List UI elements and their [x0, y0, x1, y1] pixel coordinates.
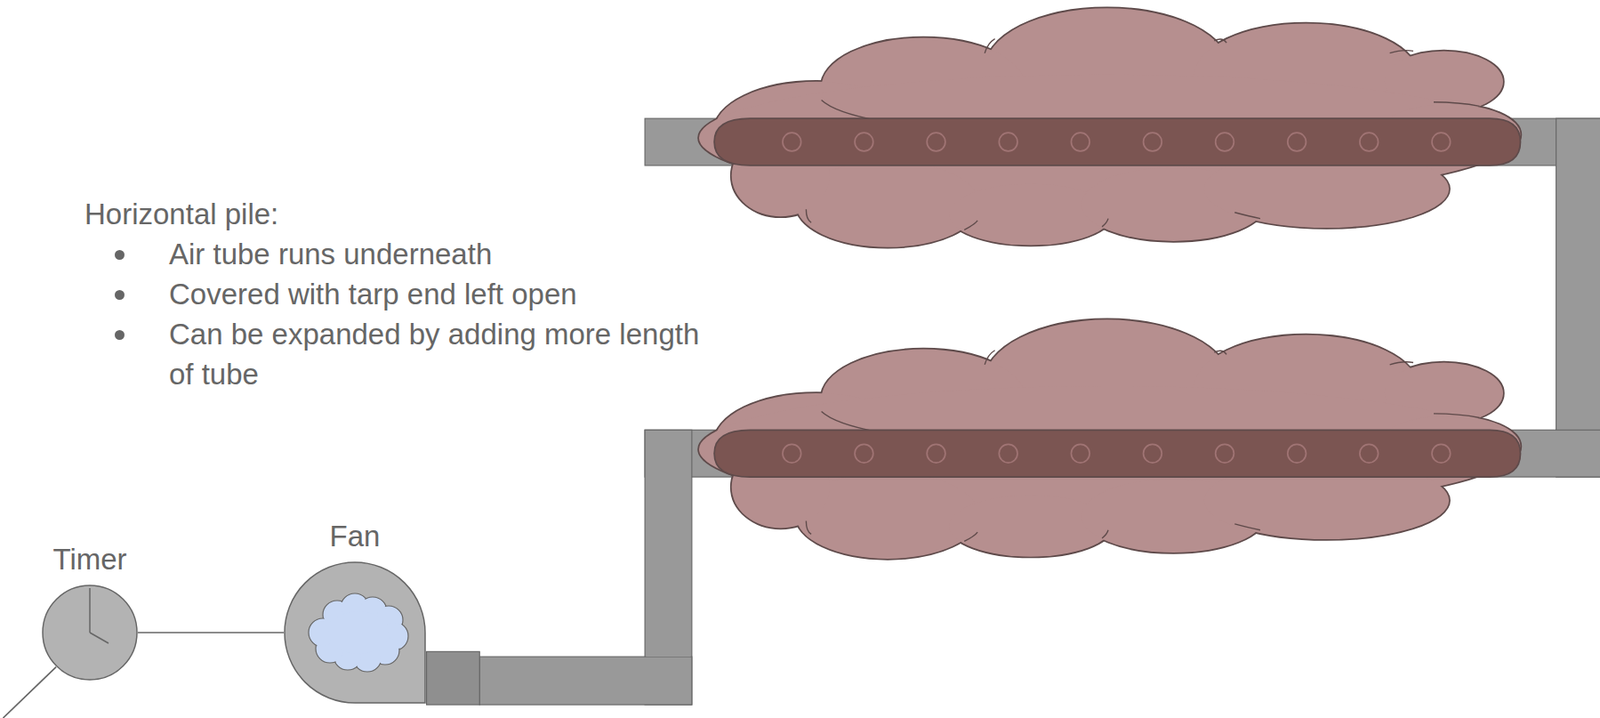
bullet-item: Covered with tarp end left open — [84, 273, 703, 314]
timer-symbol — [41, 584, 138, 681]
bullet-text: Covered with tarp end left open — [168, 277, 578, 311]
fan-node: Fan — [283, 561, 427, 704]
notes-block: Horizontal pile:Air tube runs underneath… — [84, 193, 703, 394]
node-label: Fan — [329, 518, 381, 555]
bullet-text: Air tube runs underneath — [168, 237, 492, 271]
bullet-item: Can be expanded by adding more length of… — [84, 313, 703, 394]
bullet-text: Can be expanded by adding more length of… — [168, 317, 700, 391]
bullet-item: Air tube runs underneath — [84, 233, 703, 274]
fan-symbol — [283, 561, 427, 704]
bullet-dot — [114, 249, 125, 260]
bullet-dot — [114, 289, 125, 300]
notes-heading: Horizontal pile: — [84, 193, 703, 234]
bullet-dot — [114, 329, 125, 340]
power-wire — [137, 631, 284, 634]
node-label: Timer — [52, 541, 127, 578]
timer-node: Timer — [41, 584, 138, 681]
